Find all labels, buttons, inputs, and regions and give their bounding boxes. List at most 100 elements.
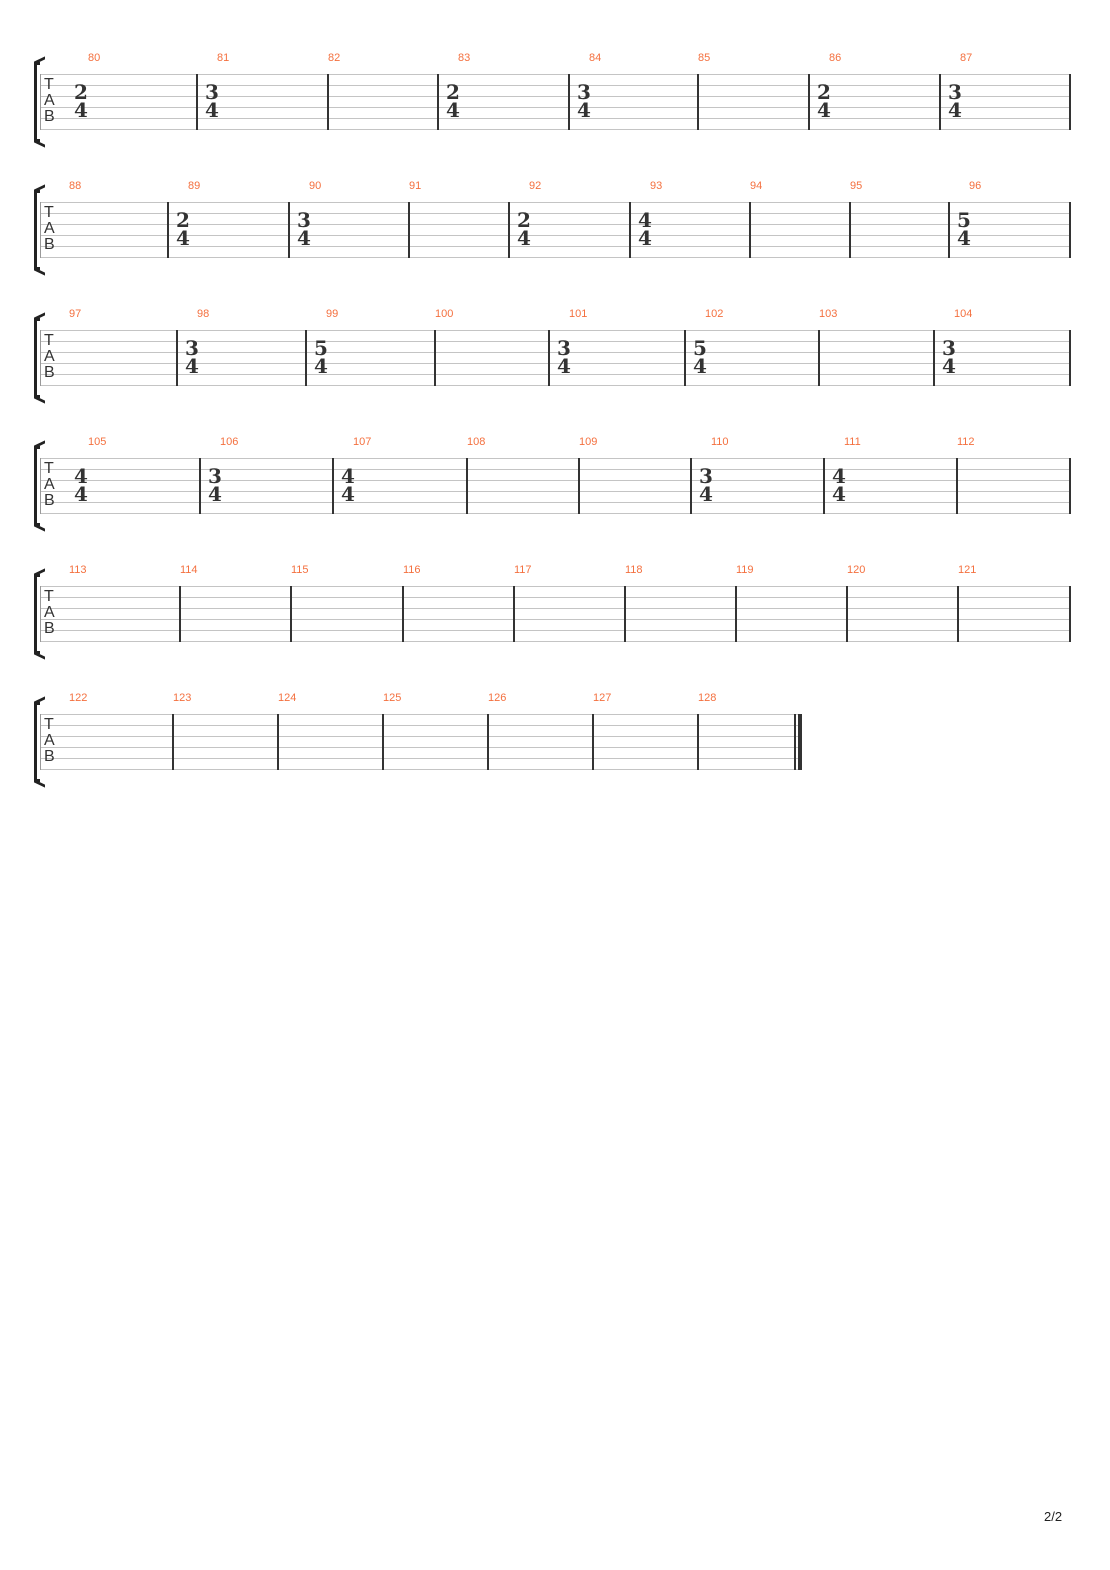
time-signature-denominator: 4	[817, 98, 831, 122]
system-bracket	[34, 702, 40, 782]
measure-number: 86	[829, 52, 842, 64]
system-bracket	[34, 318, 40, 398]
staff-line	[40, 202, 1069, 203]
tab-clef-letter-b: B	[44, 748, 55, 765]
measure-number: 89	[188, 180, 201, 192]
measure-number: 112	[957, 436, 975, 448]
staff-start-line	[40, 458, 41, 514]
barline	[697, 74, 699, 130]
staff-start-line	[40, 714, 41, 770]
measure-number: 96	[969, 180, 982, 192]
measure-number: 110	[711, 436, 729, 448]
barline	[176, 330, 178, 386]
barline	[402, 586, 404, 642]
time-signature-denominator: 4	[297, 226, 311, 250]
barline	[735, 586, 737, 642]
barline-end	[1069, 202, 1071, 258]
time-signature-denominator: 4	[74, 482, 88, 506]
time-signature-denominator: 4	[314, 354, 328, 378]
time-signature-numerator: 2	[74, 80, 88, 104]
tab-clef-letter-t: T	[44, 76, 54, 93]
staff-line	[40, 363, 1069, 364]
staff-line	[40, 725, 802, 726]
staff-line	[40, 502, 1069, 503]
measure-number: 123	[173, 692, 192, 704]
barline	[167, 202, 169, 258]
time-signature-numerator: 2	[817, 80, 831, 104]
tab-clef-letter-b: B	[44, 108, 55, 125]
time-signature-denominator: 4	[693, 354, 707, 378]
staff-line	[40, 330, 1069, 331]
barline	[578, 458, 580, 514]
barline	[408, 202, 410, 258]
barline	[332, 458, 334, 514]
measure-number: 117	[514, 564, 532, 576]
staff-line	[40, 385, 1069, 386]
barline	[749, 202, 751, 258]
barline	[290, 586, 292, 642]
staff-line	[40, 769, 802, 770]
time-signature-denominator: 4	[517, 226, 531, 250]
barline	[957, 586, 959, 642]
staff-line	[40, 224, 1069, 225]
staff-line	[40, 458, 1069, 459]
staff-line	[40, 96, 1069, 97]
time-signature-denominator: 4	[446, 98, 460, 122]
measure-number: 114	[180, 564, 198, 576]
system-bracket	[34, 574, 40, 654]
time-signature-numerator: 3	[942, 336, 956, 360]
tab-clef-letter-a: A	[44, 476, 55, 493]
time-signature-numerator: 5	[693, 336, 707, 360]
barline	[199, 458, 201, 514]
measure-number: 81	[217, 52, 230, 64]
staff-line	[40, 235, 1069, 236]
barline	[327, 74, 329, 130]
time-signature-denominator: 4	[208, 482, 222, 506]
final-barline-thick	[798, 714, 802, 770]
time-signature-denominator: 4	[557, 354, 571, 378]
measure-number: 116	[403, 564, 421, 576]
barline	[305, 330, 307, 386]
final-barline-thin	[794, 714, 796, 770]
tab-clef-letter-t: T	[44, 332, 54, 349]
barline	[437, 74, 439, 130]
time-signature-denominator: 4	[638, 226, 652, 250]
staff-line	[40, 129, 1069, 130]
time-signature-numerator: 2	[517, 208, 531, 232]
measure-number: 115	[291, 564, 309, 576]
time-signature-numerator: 3	[185, 336, 199, 360]
time-signature-denominator: 4	[957, 226, 971, 250]
staff-line	[40, 480, 1069, 481]
time-signature-denominator: 4	[942, 354, 956, 378]
barline-end	[1069, 458, 1071, 514]
barline	[513, 586, 515, 642]
staff-line	[40, 74, 1069, 75]
time-signature-denominator: 4	[577, 98, 591, 122]
measure-number: 106	[220, 436, 239, 448]
staff-start-line	[40, 330, 41, 386]
barline	[933, 330, 935, 386]
staff-line	[40, 630, 1069, 631]
barline	[846, 586, 848, 642]
measure-number: 91	[409, 180, 422, 192]
barline	[172, 714, 174, 770]
time-signature-denominator: 4	[948, 98, 962, 122]
time-signature-numerator: 3	[577, 80, 591, 104]
time-signature-numerator: 4	[638, 208, 652, 232]
tab-clef-letter-a: A	[44, 92, 55, 109]
measure-number: 82	[328, 52, 341, 64]
measure-number: 99	[326, 308, 339, 320]
staff-start-line	[40, 74, 41, 130]
staff-line	[40, 246, 1069, 247]
measure-number: 98	[197, 308, 210, 320]
measure-number: 88	[69, 180, 82, 192]
tab-clef-letter-a: A	[44, 732, 55, 749]
barline	[568, 74, 570, 130]
staff-line	[40, 352, 1069, 353]
time-signature-denominator: 4	[205, 98, 219, 122]
measure-number: 124	[278, 692, 297, 704]
measure-number: 109	[579, 436, 598, 448]
barline	[690, 458, 692, 514]
